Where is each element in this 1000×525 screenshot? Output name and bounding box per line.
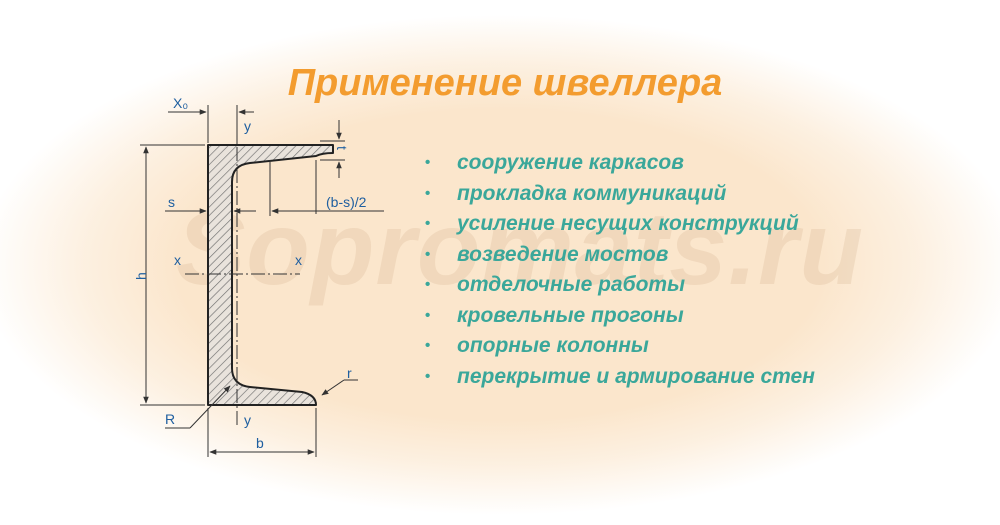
- r-leader: [321, 379, 345, 396]
- list-item-text: возведение мостов: [457, 242, 669, 266]
- label-y-bottom: y: [244, 412, 251, 428]
- list-item-text: опорные колонны: [457, 334, 649, 357]
- list-item: • прокладка коммуникаций: [425, 179, 815, 210]
- label-h: h: [133, 272, 149, 280]
- list-item: • сооружение каркасов: [425, 148, 815, 179]
- channel-section-diagram: X₀ y y x x s t (b-s)/2 h r R b: [133, 95, 384, 457]
- list-item: • отделочные работы: [425, 270, 815, 301]
- label-t: t: [334, 146, 350, 150]
- bullet-icon: •: [425, 367, 431, 385]
- label-s: s: [168, 194, 175, 210]
- bullet-icon: •: [425, 215, 431, 232]
- channel-profile: [207, 144, 334, 406]
- label-y-top: y: [244, 118, 251, 134]
- list-item-text: перекрытие и армирование стен: [457, 364, 815, 388]
- bullet-icon: •: [425, 306, 431, 324]
- page-title: Применение швеллера: [287, 62, 723, 104]
- label-b-minus-s-half: (b-s)/2: [326, 194, 367, 210]
- list-item-text: отделочные работы: [457, 273, 686, 296]
- list-item-text: кровельные прогоны: [457, 303, 684, 327]
- label-b: b: [256, 435, 264, 451]
- list-item: • перекрытие и армирование стен: [425, 362, 815, 393]
- bullet-icon: •: [425, 337, 431, 354]
- list-item-text: прокладка коммуникаций: [457, 181, 727, 205]
- list-item: • опорные колонны: [425, 331, 815, 362]
- bullet-icon: •: [425, 245, 431, 263]
- label-r: r: [347, 365, 352, 381]
- R-leader-diag: [189, 385, 231, 429]
- label-R: R: [165, 411, 175, 427]
- list-item-text: сооружение каркасов: [457, 151, 684, 174]
- uses-list: • сооружение каркасов • прокладка коммуник…: [425, 148, 815, 392]
- list-item: • усиление несущих конструкций: [425, 209, 815, 240]
- list-item: • кровельные прогоны: [425, 301, 815, 332]
- label-x-right: x: [295, 252, 302, 268]
- bullet-icon: •: [425, 154, 431, 171]
- list-item: • возведение мостов: [425, 240, 815, 271]
- list-item-text: усиление несущих конструкций: [457, 212, 799, 235]
- label-x-left: x: [174, 252, 181, 268]
- bullet-icon: •: [425, 276, 431, 293]
- watermark: Sopromats.ru: [175, 191, 865, 307]
- bullet-icon: •: [425, 184, 431, 202]
- label-x0: X₀: [173, 95, 188, 111]
